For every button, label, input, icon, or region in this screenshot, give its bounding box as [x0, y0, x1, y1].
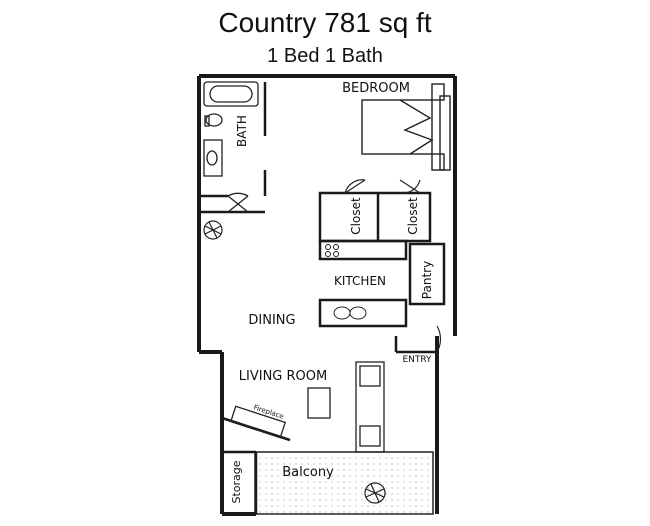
room-label-closet-2: Closet — [406, 197, 420, 235]
bath-fixtures — [203, 81, 259, 213]
entry-door — [436, 325, 442, 353]
room-label-fireplace: Fireplace — [252, 403, 284, 420]
closet-doors — [344, 179, 421, 194]
living-furniture — [307, 361, 385, 453]
interior-walls — [199, 82, 446, 514]
room-label-bedroom: BEDROOM — [342, 81, 410, 96]
fireplace — [229, 405, 287, 439]
balcony-area — [254, 451, 434, 515]
plant-icon — [203, 220, 386, 504]
exterior-walls — [197, 74, 457, 516]
room-label-pantry: Pantry — [420, 261, 434, 299]
room-label-dining: DINING — [248, 313, 295, 328]
bed — [361, 83, 451, 171]
room-label-entry: ENTRY — [402, 355, 432, 365]
floorplan-title: Country 781 sq ft — [218, 7, 432, 38]
room-label-living-room: LIVING ROOM — [239, 369, 327, 384]
kitchen-appliances — [325, 244, 367, 320]
room-label-closet-1: Closet — [349, 197, 363, 235]
room-label-kitchen: KITCHEN — [334, 274, 386, 288]
room-label-bath: BATH — [235, 115, 249, 147]
room-label-storage: Storage — [230, 460, 243, 503]
room-label-balcony: Balcony — [282, 465, 334, 480]
floorplan-subtitle: 1 Bed 1 Bath — [267, 45, 383, 67]
